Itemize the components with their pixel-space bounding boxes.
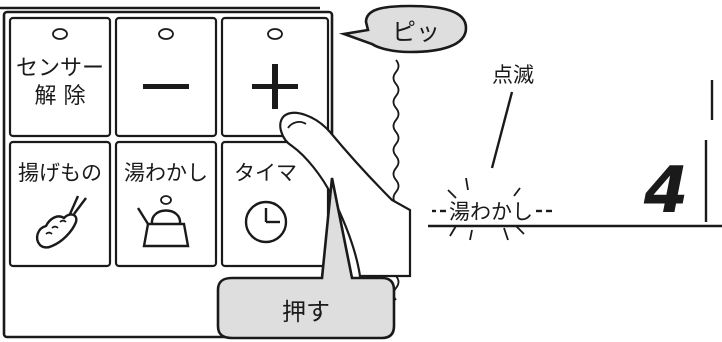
blink-label: 点滅 [492, 63, 534, 87]
fry-label: 揚げもの [18, 161, 102, 185]
blink-pointer-line [490, 91, 514, 169]
beep-text: ピッ [392, 18, 440, 46]
mode-indicator: 湯わかし [432, 177, 552, 241]
plus-icon-vertical [272, 64, 278, 109]
minus-icon [143, 84, 189, 89]
minus-indicator-lamp [158, 28, 174, 40]
display-mode-label: 湯わかし [449, 200, 533, 224]
press-text: 押す [282, 298, 330, 326]
boil-label: 湯わかし [124, 161, 208, 185]
fry-button[interactable]: 揚げもの [8, 140, 112, 268]
blink-rays [447, 177, 525, 241]
display-panel: 湯わかし 4 [428, 80, 722, 241]
press-callout: 押す [216, 177, 396, 340]
kettle-icon [136, 195, 190, 248]
plus-indicator-lamp [267, 28, 283, 40]
boil-button[interactable]: 湯わかし [114, 140, 218, 268]
fried-shrimp-icon [35, 195, 87, 249]
display-digit: 4 [643, 154, 689, 228]
pointing-finger-icon [279, 111, 412, 278]
sensor-off-indicator-lamp [52, 28, 68, 40]
timer-label: タイマ [234, 161, 297, 185]
clock-icon [244, 200, 288, 244]
sensor-off-button[interactable]: センサー 解 除 [8, 16, 112, 138]
control-panel: センサー 解 除 揚げもの 湯わかし [2, 10, 334, 339]
minus-button[interactable] [114, 16, 218, 138]
sensor-off-label-line1: センサー [16, 56, 104, 81]
sensor-off-label-line2: 解 除 [35, 84, 86, 109]
beep-callout: ピッ [338, 4, 468, 54]
timer-button[interactable]: タイマ [220, 140, 330, 268]
plus-button[interactable] [220, 16, 330, 138]
